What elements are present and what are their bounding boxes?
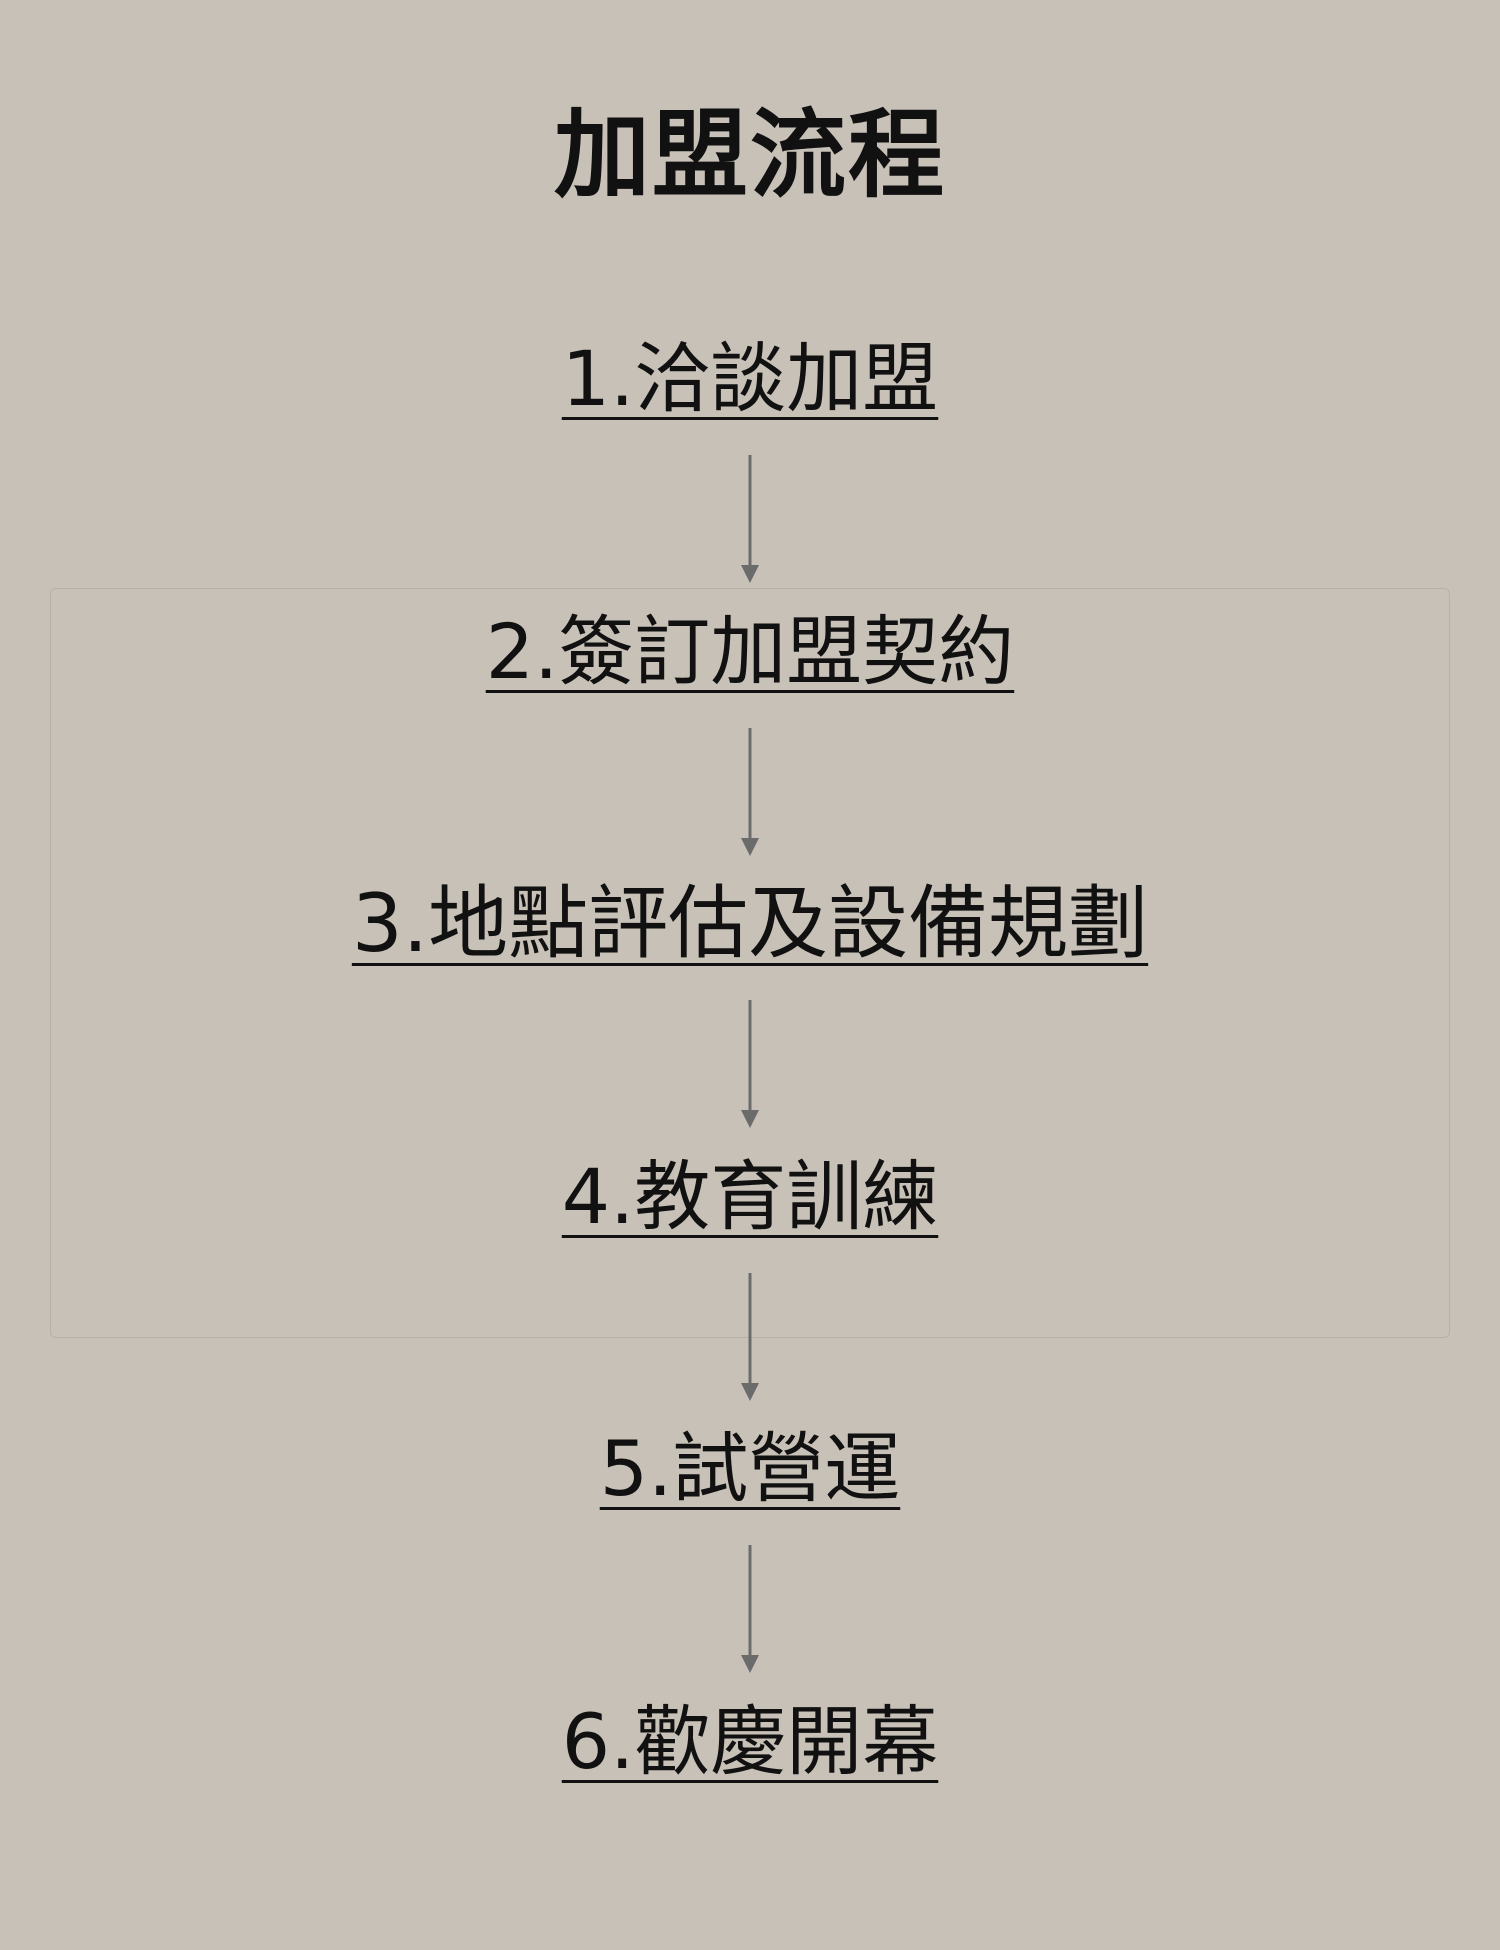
arrow-down-icon	[741, 1273, 759, 1401]
step-1: 1.洽談加盟	[0, 335, 1500, 435]
arrow-down-icon	[741, 1545, 759, 1673]
step-4-label[interactable]: 4.教育訓練	[561, 1152, 939, 1241]
step-2-label[interactable]: 2.簽訂加盟契約	[485, 607, 1015, 696]
step-3: 3.地點評估及設備規劃	[0, 880, 1500, 980]
arrow-down-icon	[741, 728, 759, 856]
step-5: 5.試營運	[0, 1425, 1500, 1525]
step-6-label[interactable]: 6.歡慶開幕	[561, 1697, 939, 1786]
page-title: 加盟流程	[554, 99, 946, 211]
step-6: 6.歡慶開幕	[0, 1698, 1500, 1798]
arrow-down-icon	[741, 455, 759, 583]
step-4: 4.教育訓練	[0, 1153, 1500, 1253]
step-3-label[interactable]: 3.地點評估及設備規劃	[351, 877, 1149, 970]
step-2: 2.簽訂加盟契約	[0, 608, 1500, 708]
arrow-down-icon	[741, 1000, 759, 1128]
step-5-label[interactable]: 5.試營運	[599, 1424, 901, 1513]
step-1-label[interactable]: 1.洽談加盟	[561, 334, 939, 423]
